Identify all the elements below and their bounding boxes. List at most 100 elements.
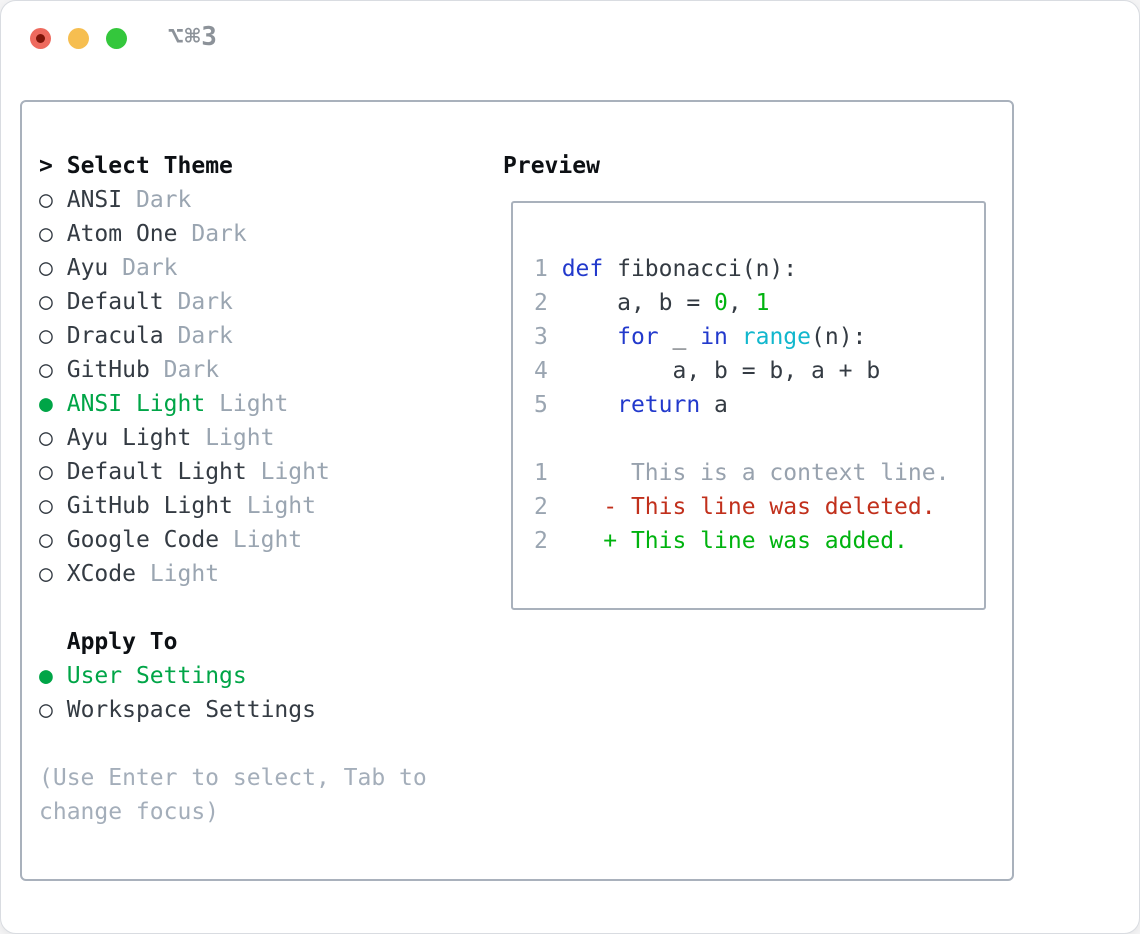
line-number: 2 — [534, 290, 562, 316]
radio-unselected-icon: ○ — [39, 289, 53, 315]
theme-option-label: Ayu — [66, 255, 109, 281]
theme-variant-label: Dark — [163, 357, 220, 383]
theme-dialog: > Select Theme○ ANSI Dark○ Atom One Dark… — [20, 100, 1014, 881]
theme-option-dracula[interactable]: ○ Dracula Dark — [39, 319, 427, 353]
theme-option-google-code[interactable]: ○ Google Code Light — [39, 523, 427, 557]
radio-unselected-icon: ○ — [39, 255, 53, 281]
theme-variant-label: Dark — [135, 187, 192, 213]
zoom-button[interactable] — [106, 28, 127, 49]
select-theme-header: > Select Theme — [39, 149, 427, 183]
apply-to-header-label: Apply To — [66, 629, 178, 655]
radio-unselected-icon: ○ — [39, 221, 53, 247]
theme-option-label: ANSI Light — [66, 391, 206, 417]
token-num: 1 — [755, 290, 770, 316]
diff-line: 2 - This line was deleted. — [534, 490, 949, 524]
theme-option-label: Dracula — [66, 323, 164, 349]
token-plain — [562, 392, 617, 418]
token-kw: return — [617, 392, 701, 418]
theme-option-label: GitHub Light — [66, 493, 233, 519]
theme-variant-label: Light — [260, 459, 330, 485]
close-button[interactable] — [30, 28, 51, 49]
diff-line: 2 + This line was added. — [534, 524, 949, 558]
apply-option-label: User Settings — [66, 663, 247, 689]
theme-variant-label: Dark — [191, 221, 247, 247]
token-fn: range — [741, 324, 811, 350]
theme-option-default[interactable]: ○ Default Dark — [39, 285, 427, 319]
radio-unselected-icon: ○ — [39, 459, 53, 485]
theme-variant-label: Dark — [177, 289, 233, 315]
token-plain: a, b = — [561, 290, 715, 316]
radio-unselected-icon: ○ — [39, 561, 53, 587]
code-line: 5 return a — [534, 388, 949, 422]
theme-variant-label: Dark — [177, 323, 233, 349]
spacer-row — [39, 727, 427, 761]
theme-variant-label: Light — [205, 425, 275, 451]
theme-option-ansi-light[interactable]: ● ANSI Light Light — [39, 387, 427, 421]
theme-option-label: GitHub — [66, 357, 150, 383]
theme-variant-label: Light — [232, 527, 303, 553]
help-text-line-2: change focus) — [39, 799, 220, 825]
theme-option-ayu-light[interactable]: ○ Ayu Light Light — [39, 421, 427, 455]
select-theme-header-label: Select Theme — [66, 153, 233, 179]
minimize-button[interactable] — [68, 28, 89, 49]
apply-to-indent — [39, 629, 53, 655]
token-plain — [562, 324, 617, 350]
apply-to-header: Apply To — [39, 625, 427, 659]
line-number: 3 — [534, 324, 562, 350]
line-number: 5 — [534, 392, 562, 418]
diff-line: 1 This is a context line. — [534, 456, 949, 490]
theme-option-label: Atom One — [66, 221, 178, 247]
radio-unselected-icon: ○ — [39, 323, 53, 349]
radio-selected-icon: ● — [39, 663, 53, 689]
theme-option-label: Default Light — [66, 459, 247, 485]
theme-variant-label: Light — [219, 391, 289, 417]
theme-option-default-light[interactable]: ○ Default Light Light — [39, 455, 427, 489]
line-number: 2 — [534, 528, 562, 554]
theme-list: > Select Theme○ ANSI Dark○ Atom One Dark… — [39, 149, 427, 829]
theme-option-github[interactable]: ○ GitHub Dark — [39, 353, 427, 387]
preview-title: Preview — [503, 153, 600, 179]
apply-option-workspace-settings[interactable]: ○ Workspace Settings — [39, 693, 427, 727]
line-number: 1 — [534, 256, 562, 282]
code-line: 3 for _ in range(n): — [534, 320, 949, 354]
spacer-row — [39, 591, 427, 625]
token-kw: for — [617, 324, 659, 350]
theme-option-label: ANSI — [66, 187, 123, 213]
theme-option-github-light[interactable]: ○ GitHub Light Light — [39, 489, 427, 523]
theme-option-xcode[interactable]: ○ XCode Light — [39, 557, 427, 591]
token-plain: _ — [658, 324, 701, 350]
theme-option-label: Ayu Light — [66, 425, 192, 451]
theme-variant-label: Light — [246, 493, 316, 519]
token-plain: , — [727, 290, 756, 316]
theme-option-label: Google Code — [66, 527, 220, 553]
token-del: - This line was deleted. — [561, 494, 936, 520]
focus-cursor-icon: > — [39, 153, 53, 179]
apply-option-user-settings[interactable]: ● User Settings — [39, 659, 427, 693]
radio-unselected-icon: ○ — [39, 425, 53, 451]
traffic-lights — [30, 28, 127, 49]
theme-option-ansi[interactable]: ○ ANSI Dark — [39, 183, 427, 217]
help-text-line-1: (Use Enter to select, Tab to — [39, 765, 427, 791]
theme-option-label: Default — [66, 289, 164, 315]
code-line: 4 a, b = b, a + b — [534, 354, 949, 388]
line-number: 2 — [534, 494, 562, 520]
code-line: 1 def fibonacci(n): — [534, 252, 949, 286]
line-number: 1 — [534, 460, 562, 486]
code-line: 2 a, b = 0, 1 — [534, 286, 949, 320]
line-number: 4 — [534, 358, 562, 384]
radio-unselected-icon: ○ — [39, 187, 53, 213]
theme-option-atom-one[interactable]: ○ Atom One Dark — [39, 217, 427, 251]
token-plain: (n): — [811, 324, 867, 350]
theme-option-ayu[interactable]: ○ Ayu Dark — [39, 251, 427, 285]
radio-unselected-icon: ○ — [39, 493, 53, 519]
token-num: 0 — [714, 290, 728, 316]
apply-option-label: Workspace Settings — [66, 697, 316, 723]
token-kw: def — [561, 256, 604, 282]
token-plain: fibonacci(n): — [603, 256, 798, 282]
token-plain: a, b = b, a + b — [561, 358, 881, 384]
theme-option-label: XCode — [66, 561, 136, 587]
token-plain: a — [700, 392, 728, 418]
